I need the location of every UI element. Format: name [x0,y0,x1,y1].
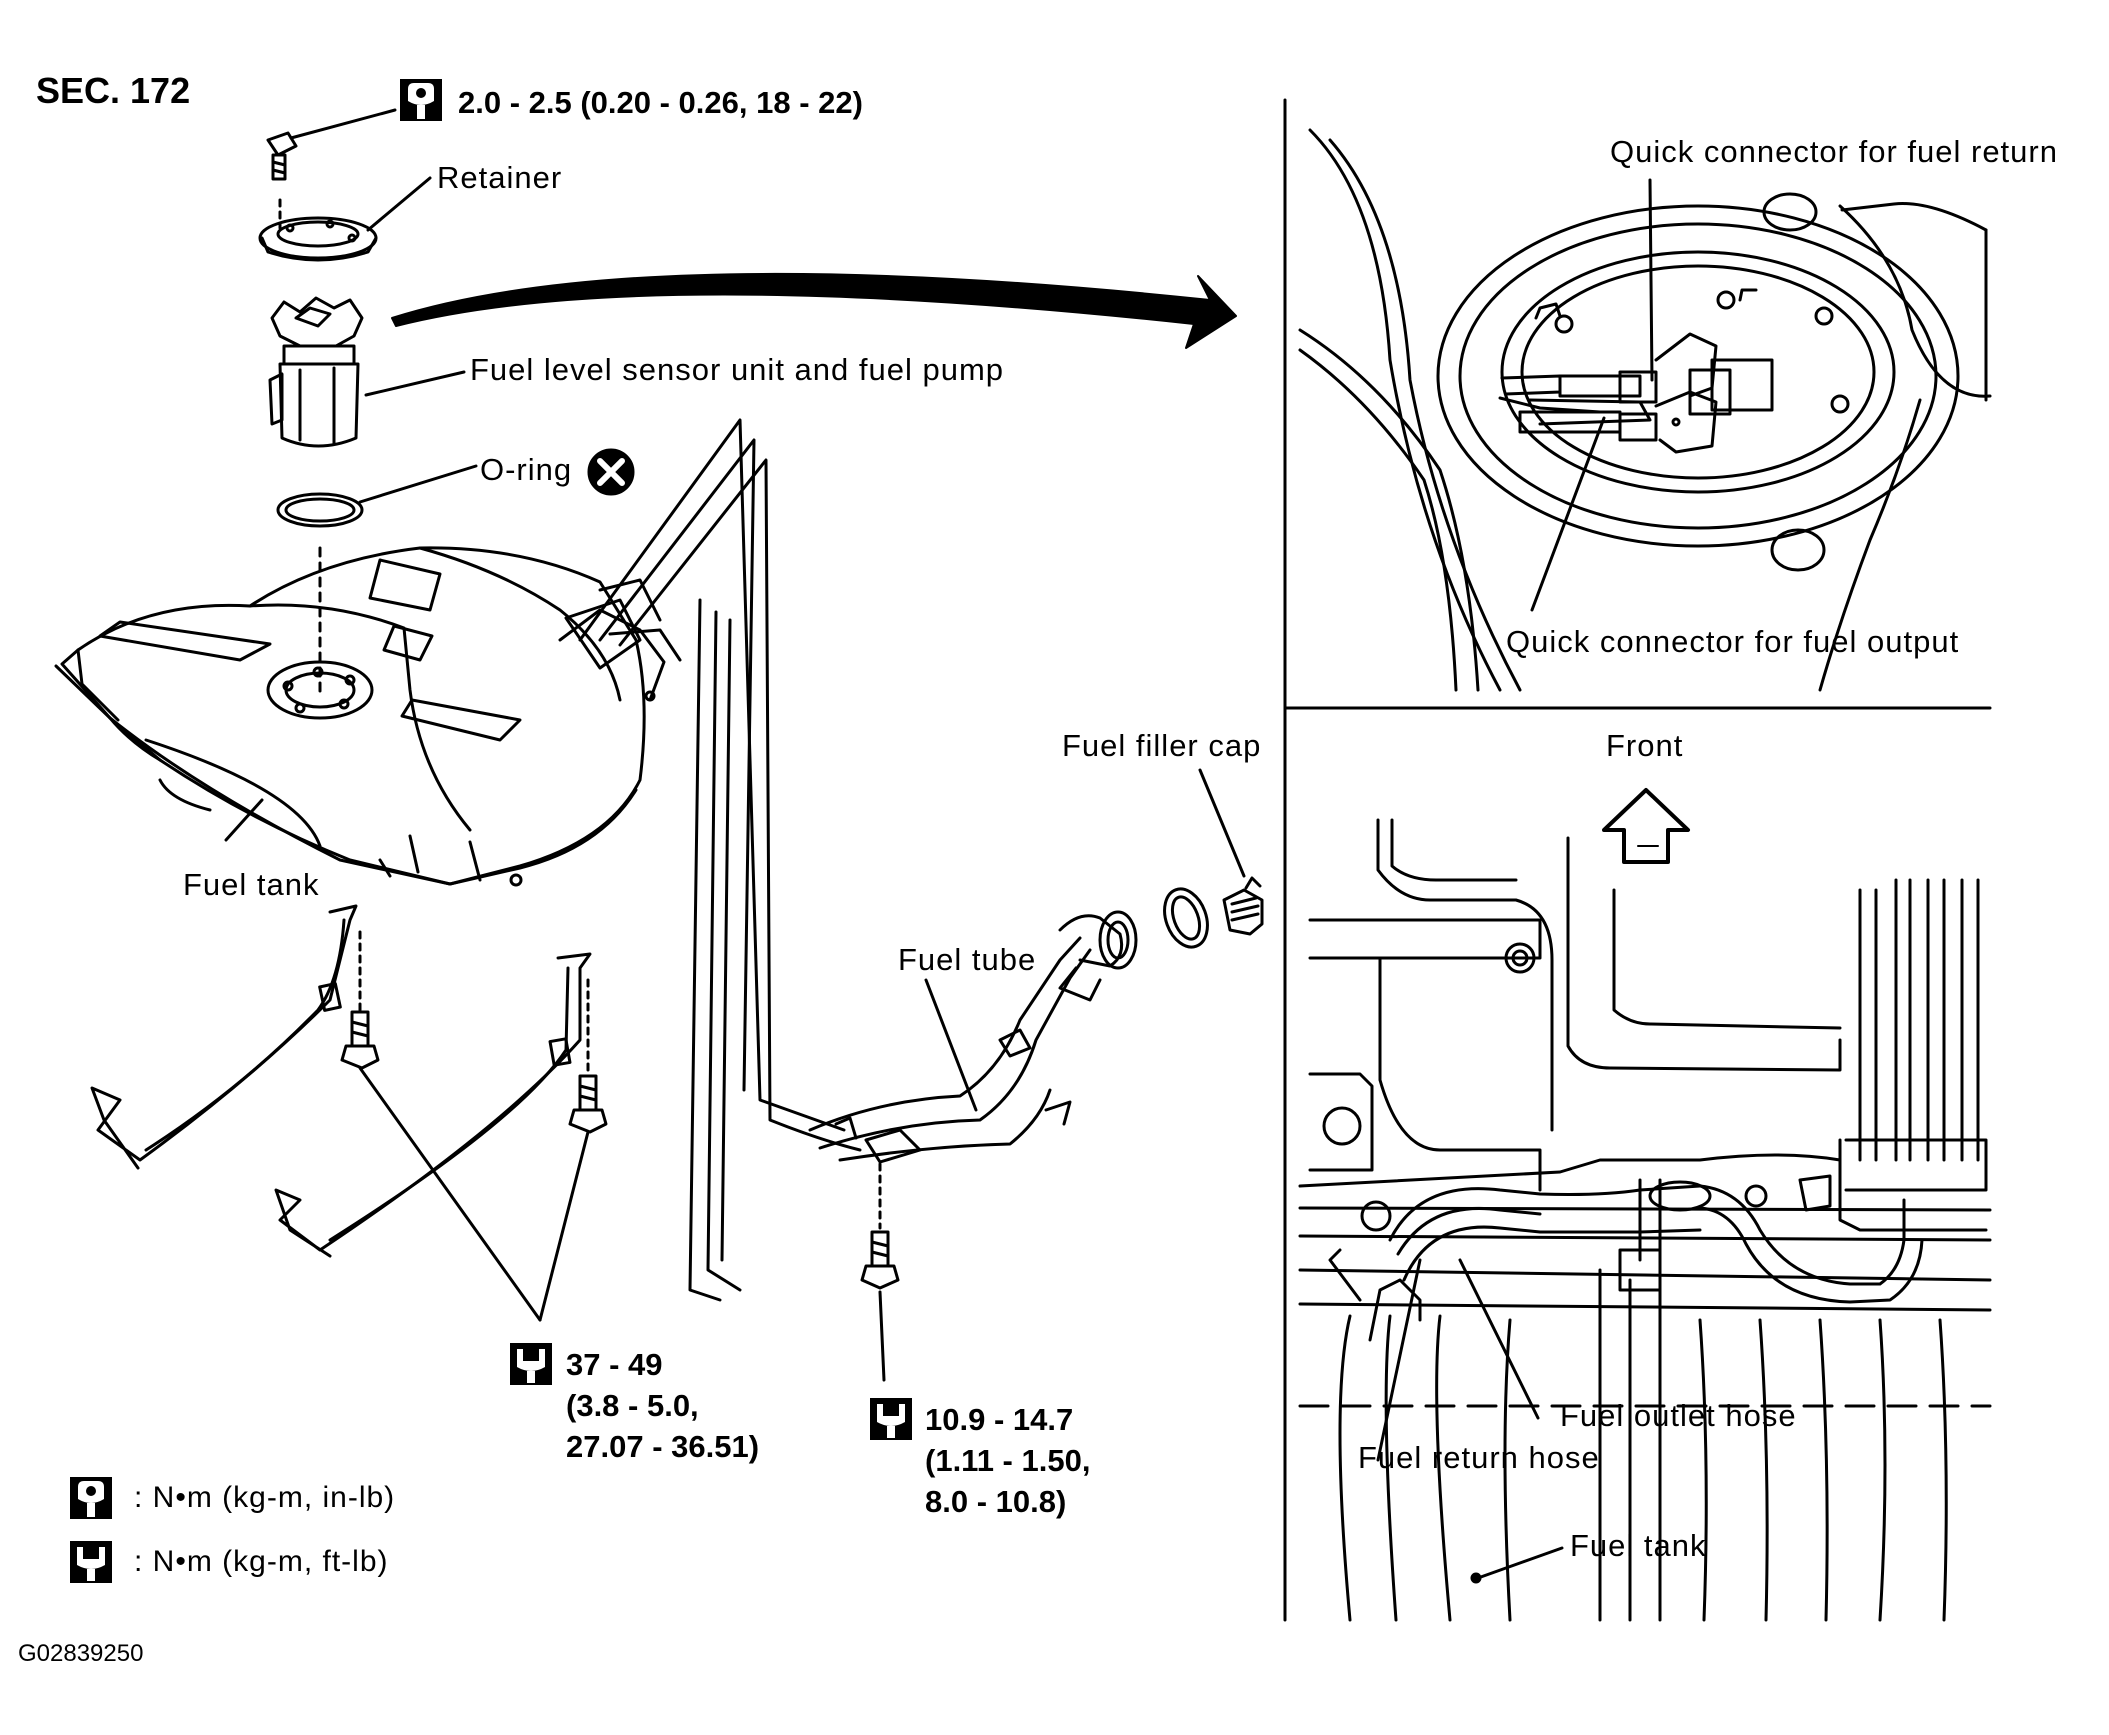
pump-access-detail [1298,128,1992,692]
leader-line [1376,1258,1422,1462]
retainer-ring [258,216,378,262]
filler-tube-vent [564,418,862,1302]
leader-line [1476,1546,1564,1580]
figure-id: G02839250 [18,1640,144,1667]
tank-strap-left [90,904,358,1170]
legend-in-lb: : N•m (kg-m, in-lb) [134,1481,396,1514]
fuel-tank-left [54,546,666,887]
front-arrow-icon [1602,788,1690,864]
fuel-filler-cap [1222,876,1264,936]
strap-bolt-torque: 37 - 49 (3.8 - 5.0, 27.07 - 36.51) [566,1347,760,1464]
leader-line [1648,178,1654,382]
section-title: SEC. 172 [36,70,191,111]
leader-line [1458,1258,1540,1420]
retainer-bolt-torque: 2.0 - 2.5 (0.20 - 0.26, 18 - 22) [458,85,863,120]
strap-bolt [340,930,380,1070]
fuel-tube-label: Fuel tube [898,942,1037,977]
front-label: Front [1606,728,1684,763]
legend-ft-lb: : N•m (kg-m, ft-lb) [134,1545,389,1578]
tank-underside-detail [1298,818,1992,1622]
torque-wrench-icon [398,77,444,123]
o-ring-label: O-ring [480,452,573,487]
retainer-label: Retainer [437,160,563,195]
tank-strap-right [274,952,592,1258]
strap-bolt [568,978,608,1134]
fuel-pump-unit [268,296,364,448]
view-arrow-icon [391,272,1237,349]
fuel-tube-bolt [860,1162,900,1382]
fuel-outlet-hose-label: Fuel outlet hose [1560,1398,1797,1433]
filler-cap-seal [1163,887,1209,949]
fuel-tube-bolt-torque: 10.9 - 14.7 (1.11 - 1.50, 8.0 - 10.8) [925,1402,1091,1519]
fuel-tank-right-label: Fuel tank [1570,1528,1707,1563]
torque-wrench-icon [868,1396,914,1442]
torque-wrench-in-lb-icon [68,1475,114,1521]
torque-wrench-icon [508,1341,554,1387]
leader-line [1530,416,1606,612]
retainer-bolt [266,131,298,181]
fuel-tank-left-label: Fuel tank [183,867,320,902]
fuel-filler-cap-label: Fuel filler cap [1062,728,1262,763]
quick-connector-output-label: Quick connector for fuel output [1506,624,1960,659]
do-not-reuse-icon [587,448,635,496]
quick-connector-return-label: Quick connector for fuel return [1610,134,2058,169]
fuel-tube-assembly [808,910,1138,1164]
torque-wrench-ft-lb-icon [68,1539,114,1585]
leader-line [289,108,397,140]
o-ring [276,492,364,528]
pump-label: Fuel level sensor unit and fuel pump [470,352,1005,387]
fuel-return-hose-label: Fuel return hose [1358,1440,1600,1475]
